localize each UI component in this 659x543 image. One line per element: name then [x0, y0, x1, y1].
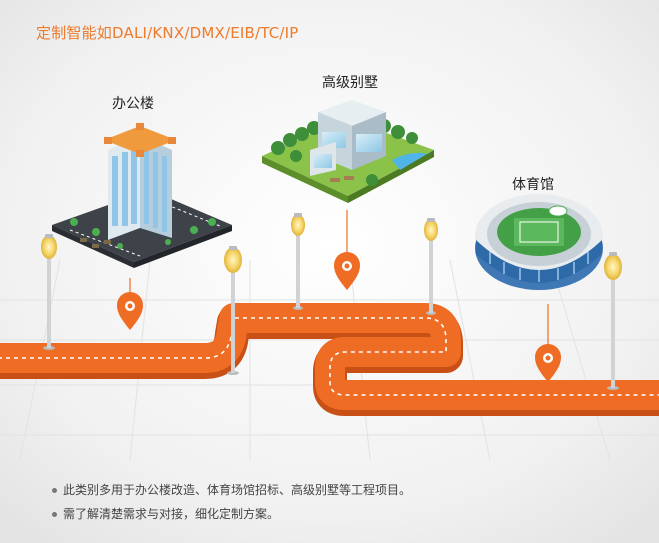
bullet-icon [52, 488, 57, 493]
bullet-icon [52, 512, 57, 517]
street-lamp-icon [41, 234, 57, 350]
note-item: 此类别多用于办公楼改造、体育场馆招标、高级别墅等工程项目。 [52, 478, 411, 502]
location-pin-icon [117, 278, 143, 330]
notes-list: 此类别多用于办公楼改造、体育场馆招标、高级别墅等工程项目。 需了解清楚需求与对接… [52, 478, 411, 526]
office-building-icon [52, 123, 232, 268]
street-lamp-icon [424, 218, 438, 315]
street-lamp-icon [224, 246, 242, 375]
location-label-office: 办公楼 [112, 96, 154, 112]
stadium-icon [475, 194, 603, 290]
location-label-stadium: 体育馆 [512, 177, 554, 193]
page-headline: 定制智能如DALI/KNX/DMX/EIB/TC/IP [36, 24, 299, 42]
villa-icon [262, 100, 434, 203]
note-text: 需了解清楚需求与对接，细化定制方案。 [63, 507, 280, 521]
location-pin-icon [334, 210, 360, 290]
location-pin-icon [535, 304, 561, 382]
road [0, 303, 659, 410]
street-lamp-icon [291, 213, 305, 310]
note-text: 此类别多用于办公楼改造、体育场馆招标、高级别墅等工程项目。 [63, 483, 412, 497]
street-lamp-icon [604, 252, 622, 390]
note-item: 需了解清楚需求与对接，细化定制方案。 [52, 502, 411, 526]
location-label-villa: 高级别墅 [322, 75, 378, 91]
